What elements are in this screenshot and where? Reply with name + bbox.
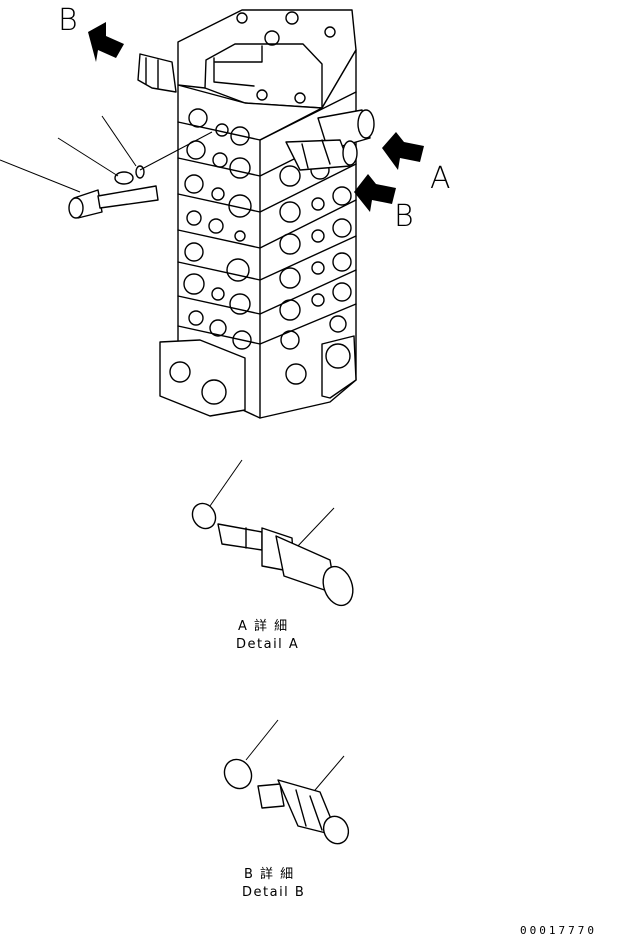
detail-b-drawing bbox=[223, 719, 350, 845]
arrow-right-a bbox=[382, 132, 424, 170]
detail-a-title-jp: A 詳 細 bbox=[238, 618, 289, 634]
callout-b-right: B bbox=[394, 199, 414, 234]
detail-a-title-en: Detail A bbox=[236, 637, 299, 652]
control-valve-assembly bbox=[159, 9, 357, 419]
right-valve-cartridges bbox=[285, 109, 375, 171]
detail-a-drawing bbox=[191, 459, 354, 607]
callout-a-right: A bbox=[430, 161, 451, 196]
top-relief-valve bbox=[137, 53, 177, 93]
detail-b-title-en: Detail B bbox=[242, 885, 305, 900]
arrow-top-left bbox=[88, 22, 124, 62]
detail-b-title-jp: B 詳 細 bbox=[244, 866, 295, 882]
bolt-and-seals bbox=[0, 115, 213, 219]
arrow-right-b bbox=[354, 174, 396, 212]
document-number: 00017770 bbox=[520, 924, 597, 937]
direction-arrows bbox=[88, 22, 424, 212]
callout-b-top: B bbox=[58, 3, 78, 38]
